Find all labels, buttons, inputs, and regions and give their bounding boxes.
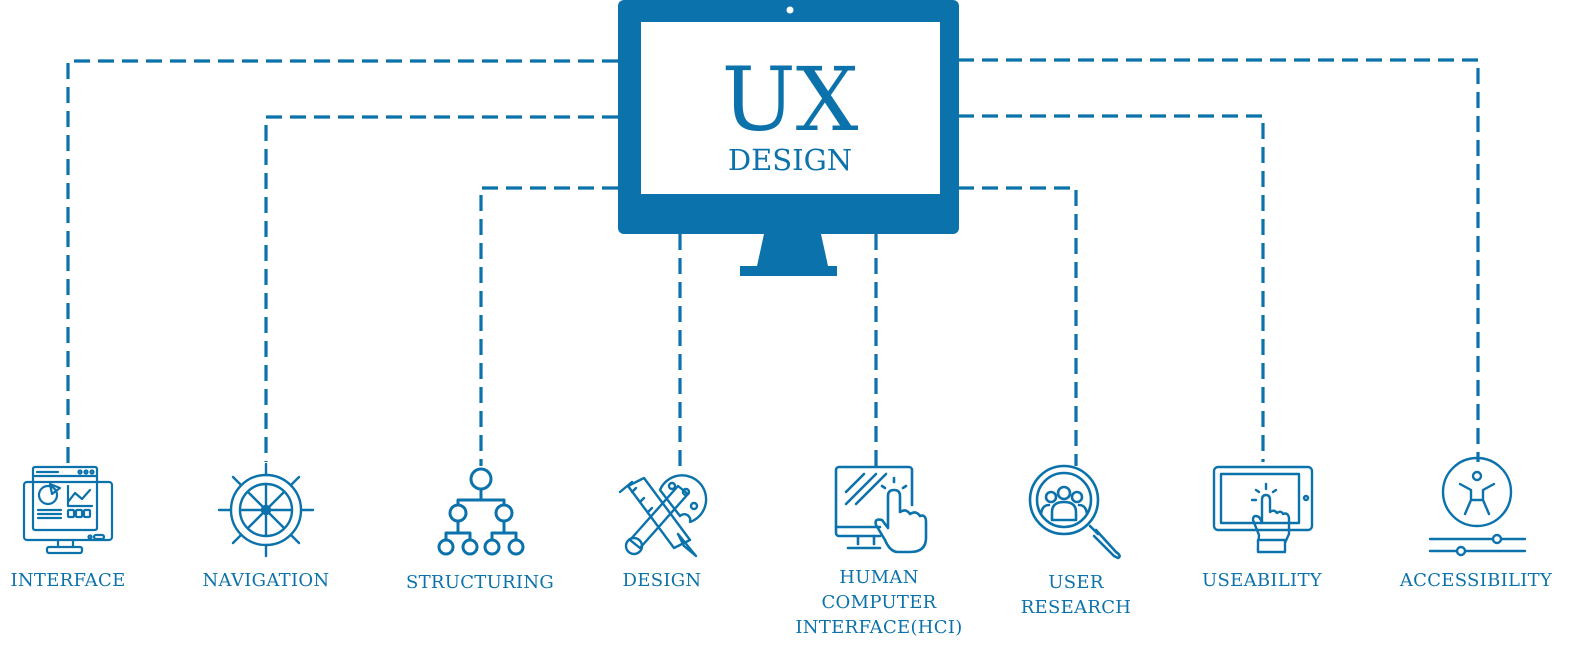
label-line: ACCESSIBILITY (1399, 570, 1553, 591)
connector-navigation (264, 115, 618, 462)
connector-useability (958, 114, 1265, 462)
ship-wheel-icon (217, 462, 315, 558)
label-structuring: STRUCTURING (406, 570, 554, 595)
label-line: NAVIGATION (202, 570, 330, 591)
connector-structuring (479, 186, 618, 466)
connector-user-research (958, 186, 1078, 466)
connector-accessibility (958, 58, 1480, 462)
tablet-tap-icon (1212, 465, 1314, 554)
label-line: USEABILITY (1202, 570, 1322, 591)
label-line: STRUCTURING (405, 572, 555, 593)
label-interface: INTERFACE (10, 568, 125, 593)
label-line: DESIGN (622, 570, 702, 591)
label-line: RESEARCH (1020, 597, 1132, 618)
connectors (66, 58, 1480, 468)
label-line: COMPUTER (821, 592, 937, 613)
dashboard-monitor-icon (22, 465, 114, 555)
monitor-icon: UX DESIGN (618, 0, 959, 276)
label-useability: USEABILITY (1202, 568, 1322, 593)
title-sub: DESIGN (728, 143, 852, 177)
label-hci: HUMAN COMPUTER INTERFACE(HCI) (795, 565, 962, 640)
hierarchy-icon (437, 467, 525, 556)
label-navigation: NAVIGATION (203, 568, 330, 593)
user-search-icon (1028, 464, 1121, 560)
touch-monitor-icon (834, 465, 928, 554)
title-main: UX (722, 48, 859, 151)
label-accessibility: ACCESSIBILITY (1400, 568, 1552, 593)
label-design: DESIGN (623, 568, 702, 593)
pencil-ruler-palette-icon (618, 474, 708, 558)
label-line: INTERFACE (10, 570, 126, 591)
accessibility-icon (1428, 456, 1527, 557)
label-user-research: USER RESEARCH (1021, 570, 1132, 620)
label-line: HUMAN (839, 567, 919, 588)
connector-interface (66, 59, 618, 466)
label-line: INTERFACE(HCI) (795, 617, 963, 638)
label-line: USER (1048, 572, 1104, 593)
